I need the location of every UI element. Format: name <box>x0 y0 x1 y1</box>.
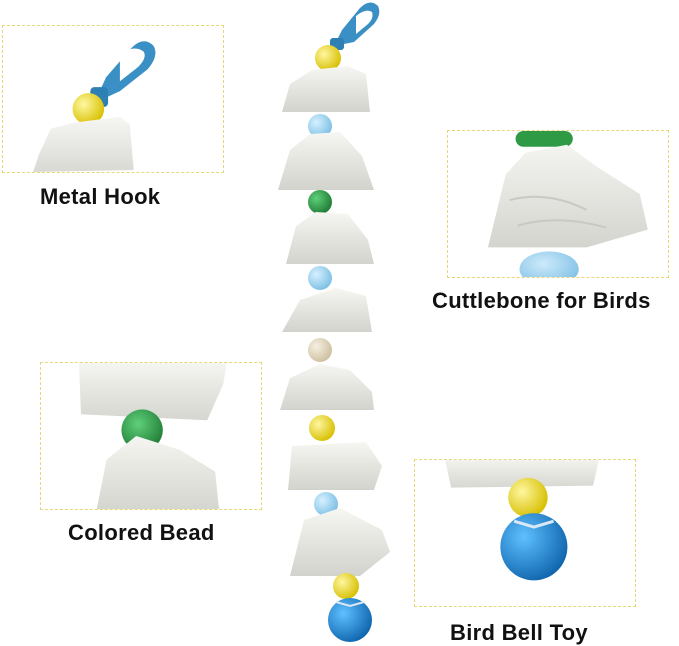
cuttlebone-piece-icon <box>280 364 374 410</box>
cuttlebone-piece-icon <box>286 212 374 264</box>
colored-bead-callout <box>40 362 262 510</box>
cuttlebone-piece-icon <box>288 442 382 490</box>
hook-icon <box>90 41 156 107</box>
bird-bell-label: Bird Bell Toy <box>450 620 588 645</box>
cuttlebone-piece-icon <box>278 132 374 190</box>
yellow-bead-icon <box>72 93 105 125</box>
metal-hook-closeup <box>33 41 156 172</box>
light-blue-bead-icon <box>308 266 332 290</box>
cuttlebone-piece-icon <box>33 116 134 172</box>
cuttlebone-callout <box>447 130 669 278</box>
yellow-bead-icon <box>315 45 341 71</box>
colored-bead-label: Colored Bead <box>68 520 215 545</box>
green-bead-icon <box>308 190 332 214</box>
cuttlebone-piece-icon <box>282 66 370 112</box>
cuttlebone-piece-icon <box>445 460 599 488</box>
metal-hook-label: Metal Hook <box>40 184 161 209</box>
bird-bell-closeup <box>445 460 599 581</box>
yellow-bead-icon <box>333 573 359 599</box>
bird-bell-callout <box>414 459 636 607</box>
bell-icon <box>328 598 372 642</box>
metal-hook-callout <box>2 25 224 173</box>
yellow-bead-icon <box>309 415 335 441</box>
light-blue-bead-icon <box>519 251 579 277</box>
colored-bead-closeup <box>78 363 227 509</box>
light-blue-bead-icon <box>308 114 332 138</box>
light-blue-bead-icon <box>314 492 338 516</box>
cuttlebone-piece-icon <box>487 144 648 248</box>
hook-icon <box>330 2 380 50</box>
bird-toy-strand <box>278 2 390 642</box>
cuttlebone-closeup <box>487 131 648 277</box>
cuttlebone-piece-icon <box>78 363 227 421</box>
bell-icon <box>500 513 568 581</box>
cuttlebone-label: Cuttlebone for Birds <box>432 288 651 313</box>
cuttlebone-piece-icon <box>290 508 390 576</box>
green-bead-icon <box>515 131 573 147</box>
yellow-bead-icon <box>508 477 548 518</box>
cuttlebone-piece-icon <box>282 288 372 332</box>
beige-bead-icon <box>308 338 332 362</box>
cuttlebone-piece-icon <box>96 436 220 509</box>
